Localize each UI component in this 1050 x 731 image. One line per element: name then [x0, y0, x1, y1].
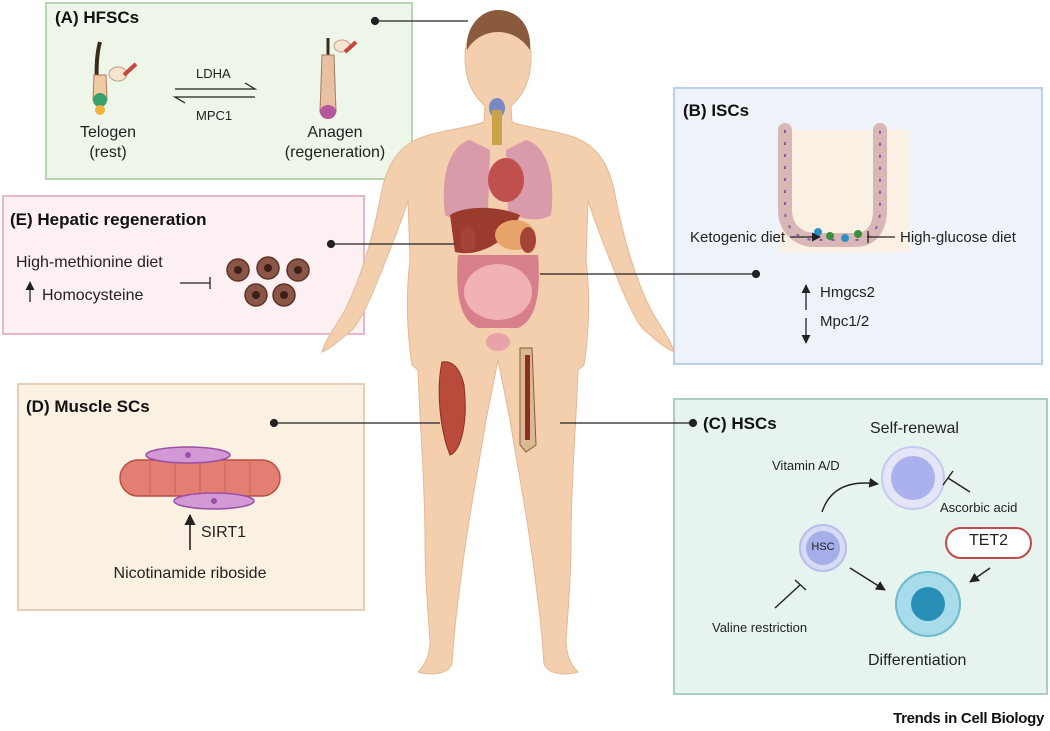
marrow-core	[525, 355, 530, 440]
panel-hsc-title: (C) HSCs	[703, 414, 777, 433]
nicotinamide-label: Nicotinamide riboside	[113, 565, 267, 582]
methionine-label: High-methionine diet	[16, 254, 163, 271]
bladder	[486, 333, 510, 351]
left-lung	[443, 140, 490, 220]
ascorbic-label: Ascorbic acid	[940, 500, 1018, 515]
telogen-label: Telogen	[79, 124, 137, 141]
hsc-label: HSC	[811, 541, 835, 553]
isc-arrows	[790, 231, 895, 344]
kidney-r	[520, 227, 536, 253]
hair	[466, 10, 531, 50]
tet2-label: TET2	[968, 532, 1009, 549]
panel-isc-title: (B) ISCs	[683, 101, 750, 120]
sirt1-label: SIRT1	[201, 524, 247, 541]
valine-label: Valine restriction	[712, 620, 808, 635]
anagen-label: Anagen	[307, 124, 363, 141]
hmgcs2-label: Hmgcs2	[820, 284, 876, 301]
muscle-fiber	[119, 446, 281, 510]
connectors	[269, 16, 761, 428]
telogen-sub: (rest)	[89, 144, 127, 161]
panel-muscle-title: (D) Muscle SCs	[26, 397, 150, 416]
hepatic-arrows	[25, 277, 211, 302]
thigh-muscle	[438, 361, 466, 456]
mpc1-label: MPC1	[196, 108, 233, 123]
small-intestine	[464, 264, 532, 320]
self-renewal-label: Self-renewal	[870, 420, 959, 437]
differentiation-label: Differentiation	[868, 652, 967, 669]
human-body	[321, 10, 675, 675]
trachea	[492, 110, 502, 145]
right-lung	[506, 140, 553, 220]
hsc-cells	[799, 446, 1032, 637]
hair-follicle-anagen	[319, 38, 358, 119]
tet2-pill	[945, 527, 1032, 559]
panel-hepatic-title: (E) Hepatic regeneration	[10, 210, 207, 229]
ketogenic-label: Ketogenic diet	[690, 229, 786, 246]
equilibrium-arrows	[172, 82, 258, 104]
vitamin-label: Vitamin A/D	[772, 458, 840, 473]
high-glucose-label: High-glucose diet	[900, 229, 1016, 246]
panel-hfsc-title: (A) HFSCs	[55, 8, 140, 27]
homocysteine-label: Homocysteine	[42, 287, 144, 304]
hsc-arrows	[774, 470, 991, 609]
heart	[488, 158, 524, 202]
kidney-l	[460, 227, 476, 253]
anagen-sub: (regeneration)	[284, 144, 386, 161]
intestinal-crypt	[778, 123, 910, 252]
hair-follicle-telogen	[92, 41, 138, 115]
ldha-label: LDHA	[196, 66, 231, 81]
mpc12-label: Mpc1/2	[820, 313, 870, 330]
journal-credit: Trends in Cell Biology	[893, 710, 1044, 727]
